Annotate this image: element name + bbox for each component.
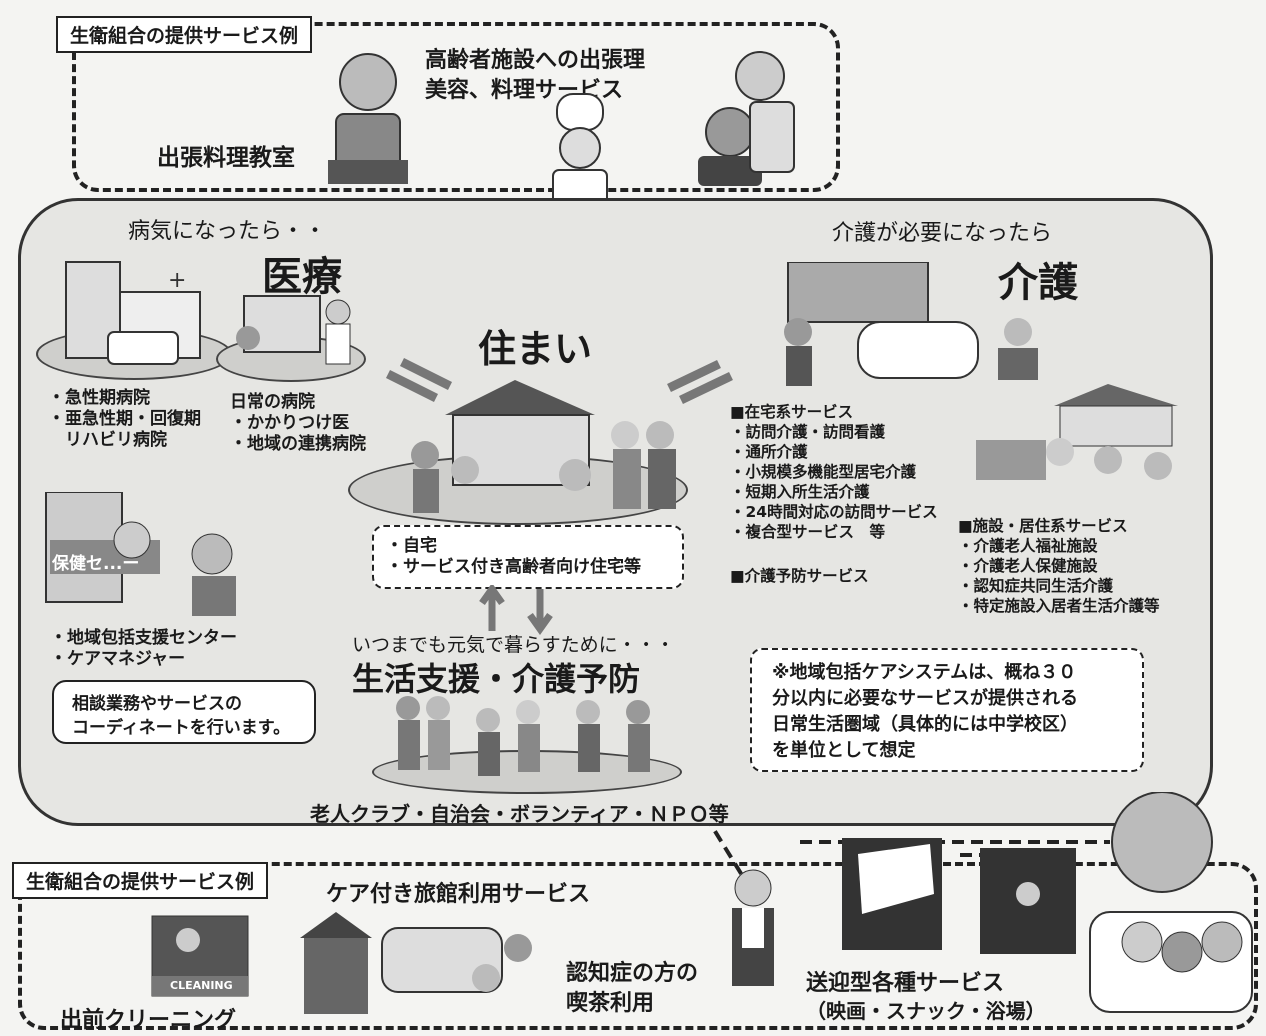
care-area-note-line: ※地域包括ケアシステムは、概ね３０ (772, 662, 1077, 683)
life-support-subtitle: いつまでも元気で暮らすために・・・ (352, 634, 675, 656)
cleaning-service: 出前クリーニング (60, 1008, 237, 1033)
home-services-item: ・訪問介護・訪問看護 (730, 423, 886, 441)
housing-title: 住まい (478, 327, 593, 371)
care-area-note (750, 648, 1144, 772)
housing-list-item: ・自宅 (386, 536, 437, 556)
cleaning-illustration (151, 915, 249, 997)
hospital-illustration: + (65, 261, 201, 365)
life-support-title: 生活支援・介護予防 (352, 660, 641, 698)
home-services-item: ・通所介護 (730, 443, 808, 461)
hospital-list-item: リハビリ病院 (48, 430, 167, 450)
support-center-illustration (45, 492, 236, 616)
housing-list: ・自宅 ・サービス付き高齢者向け住宅等 (386, 536, 641, 578)
facility-services-item: ・介護老人保健施設 (958, 557, 1098, 575)
bottom-services-tag: 生衛組合の提供サービス例 (12, 862, 269, 899)
facility-services-item: ・介護老人福祉施設 (958, 537, 1098, 555)
ryokan-illustration (300, 912, 532, 1014)
home-services-item: ・24時間対応の訪問サービス (730, 503, 938, 521)
life-support-footer: 老人クラブ・自治会・ボランティア・ＮＰＯ等 (310, 802, 729, 826)
clinic-list: 日常の病院 ・かかりつけ医 ・地域の連携病院 (230, 392, 366, 455)
transport-service-line1: 送迎型各種サービス (806, 971, 1005, 996)
care-title: 介護 (998, 260, 1078, 306)
support-center-list: ・地域包括支援センター ・ケアマネジャー (50, 628, 237, 670)
ryokan-service: ケア付き旅館利用サービス (326, 882, 591, 907)
hospital-list-item: ・急性期病院 (48, 388, 150, 408)
home-services-item: ■在宅系サービス (730, 403, 854, 421)
cooking-teacher-illustration (328, 53, 408, 184)
svg-text:+: + (168, 268, 186, 293)
top-service-cooking: 出張料理教室 (157, 145, 295, 171)
house-illustration (411, 380, 676, 513)
consultation-bubble (52, 680, 316, 744)
barber-illustration (698, 51, 795, 186)
prevention-service: ■介護予防サービス (730, 567, 869, 585)
consultation-line1: 相談業務やサービスの (72, 694, 242, 714)
cafe-service-line1: 認知症の方の (566, 961, 699, 986)
care-area-note-line: 日常生活圏域（具体的には中学校区） (772, 714, 1078, 735)
clinic-illustration (236, 295, 351, 365)
care-subtitle: 介護が必要になったら (832, 221, 1053, 246)
home-services-item: ・小規模多機能型居宅介護 (730, 463, 917, 481)
arrows-housing-care (667, 359, 733, 405)
arrows-housing-life (479, 585, 553, 635)
top-services-box (72, 22, 840, 192)
cleaning-sign: CLEANING (170, 979, 233, 992)
care-facility-illustration (784, 262, 1038, 386)
home-services-item: ・短期入所生活介護 (730, 483, 870, 501)
bottom-services-box (18, 862, 1258, 1030)
medical-title: 医療 (262, 254, 342, 300)
cafe-service-line2: 喫茶利用 (566, 991, 655, 1016)
exercise-illustration (396, 696, 650, 776)
top-service-barber-line1: 高齢者施設への出張理 (425, 48, 646, 73)
clinic-list-item: ・かかりつけ医 (230, 413, 350, 433)
housing-list-item: ・サービス付き高齢者向け住宅等 (386, 557, 641, 577)
cinema-illustration (842, 838, 1076, 954)
arrows-medical-housing (385, 357, 453, 403)
facility-services-item: ■施設・居住系サービス (958, 517, 1128, 535)
hospital-list: ・急性期病院 ・亜急性期・回復期 リハビリ病院 (48, 388, 201, 451)
transport-service-line2: （映画・スナック・浴場） (806, 999, 1046, 1023)
support-center-sign: 保健セ...ー (52, 554, 140, 574)
clinic-list-item: ・地域の連携病院 (230, 434, 366, 454)
medical-subtitle: 病気になったら・・ (128, 219, 327, 244)
consultation-line2: コーディネートを行います。 (72, 718, 291, 738)
housing-box (372, 525, 684, 589)
support-center-item: ・ケアマネジャー (50, 649, 186, 669)
facility-services-item: ・特定施設入居者生活介護等 (958, 597, 1160, 615)
care-home-illustration (976, 384, 1178, 480)
hospital-list-item: ・亜急性期・回復期 (48, 409, 201, 429)
care-area-note-line: を単位として想定 (772, 740, 916, 761)
bath-bus-illustration (1089, 792, 1253, 1013)
support-center-item: ・地域包括支援センター (50, 628, 237, 648)
home-services-item: ・複合型サービス 等 (730, 523, 886, 541)
home-services-list: ■在宅系サービス ・訪問介護・訪問看護 ・通所介護 ・小規模多機能型居宅介護 ・… (730, 402, 938, 542)
waiter-illustration (732, 869, 774, 986)
top-services-tag: 生衛組合の提供サービス例 (56, 16, 313, 53)
facility-services-list: ■施設・居住系サービス ・介護老人福祉施設 ・介護老人保健施設 ・認知症共同生活… (958, 516, 1160, 616)
care-area-note-line: 分以内に必要なサービスが提供される (772, 688, 1078, 709)
facility-services-item: ・認知症共同生活介護 (958, 577, 1114, 595)
clinic-list-item: 日常の病院 (230, 392, 315, 412)
